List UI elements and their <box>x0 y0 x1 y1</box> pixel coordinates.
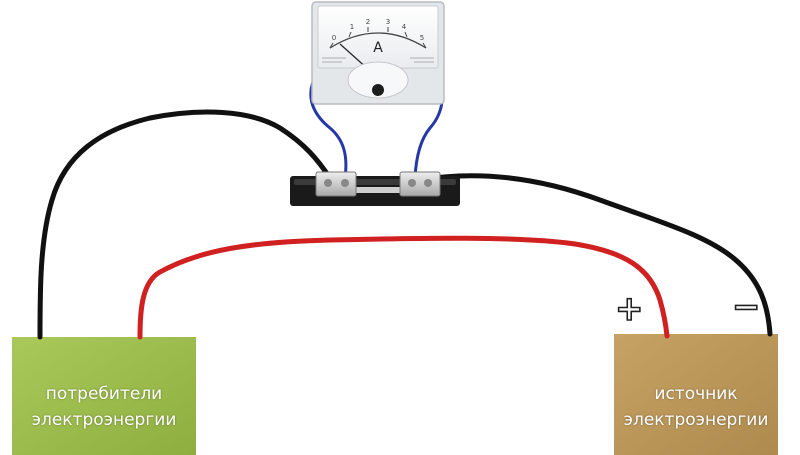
black-wire-right <box>417 173 773 337</box>
plus-terminal-sign: + <box>614 289 644 329</box>
ammeter-scale-label: 4 <box>402 23 407 31</box>
consumer-label-line1: потребители <box>45 384 163 404</box>
shunt-icon <box>290 171 460 206</box>
source-label-line1: источник <box>654 384 738 404</box>
ammeter-dome <box>347 61 409 99</box>
minus-terminal-sign: − <box>731 287 761 327</box>
ammeter-scale-arc <box>329 32 427 49</box>
ammeter-unit: A <box>373 40 383 56</box>
black-wire-left <box>37 109 333 340</box>
source-box <box>614 334 778 455</box>
red-wire <box>137 235 670 340</box>
ammeter-scale-label: 5 <box>420 34 424 42</box>
source-label-line2: электроэнергии <box>623 410 769 430</box>
ammeter-icon: 0 1 2 3 4 5 A <box>311 1 445 105</box>
consumer-label-line2: электроэнергии <box>31 410 177 430</box>
consumer-label: потребители электроэнергии <box>12 381 196 433</box>
consumer-box <box>12 337 196 455</box>
ammeter-scale-label: 3 <box>386 18 390 26</box>
source-label: источник электроэнергии <box>614 381 778 433</box>
ammeter-scale-label: 2 <box>366 18 370 26</box>
ammeter-scale-label: 1 <box>350 23 354 31</box>
ammeter-adjust-knob <box>372 84 384 96</box>
ammeter-scale-label: 0 <box>332 34 336 42</box>
